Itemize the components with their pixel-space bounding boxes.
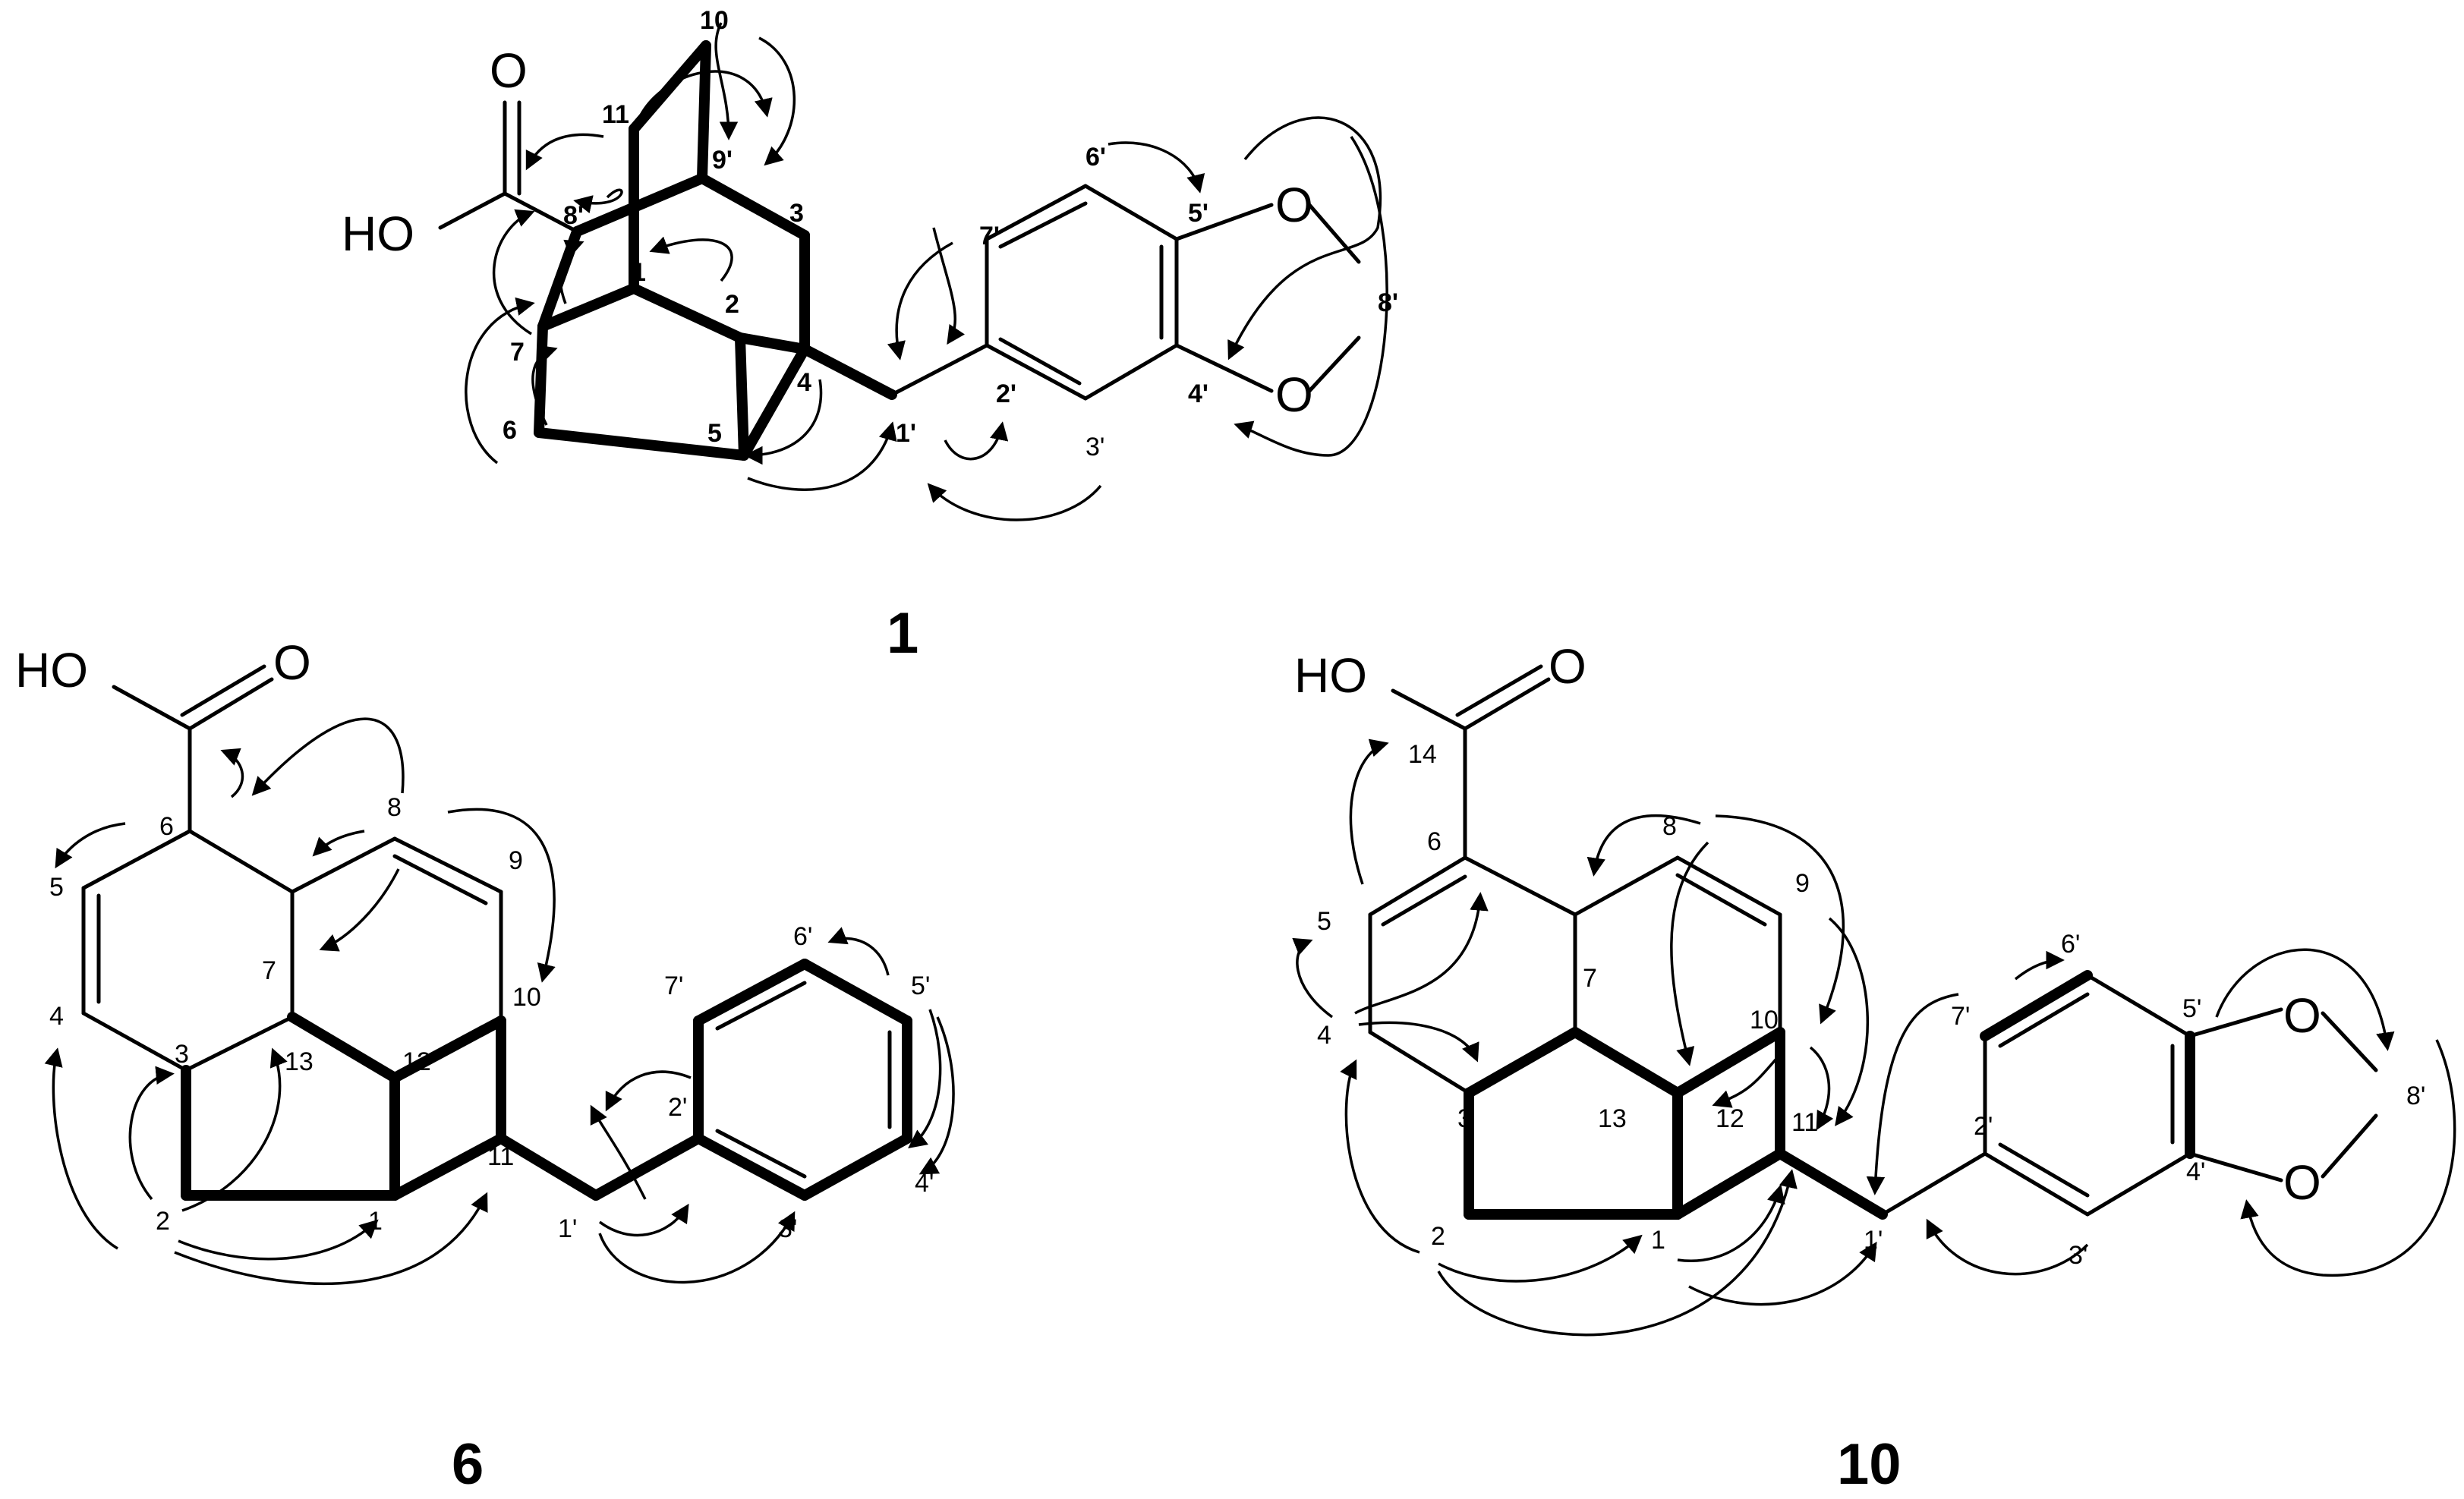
compound-1-number: 1 [632, 258, 646, 287]
compound-1-bonds [438, 40, 1361, 461]
compound-1-number: 7 [510, 338, 525, 367]
compound-10-number: 6' [2061, 930, 2080, 959]
compound-1-number: 7' [979, 222, 1000, 250]
compound-10-number: 6 [1427, 827, 1442, 856]
compound-6-carbonyl-oxygen: O [273, 635, 311, 690]
compound-6-number: 10 [512, 983, 541, 1012]
compound-10-atom-numbers: 14 6 5 4 7 8 9 10 3 13 12 11 2 1 1' 2' 3… [1317, 740, 2425, 1270]
compound-1-number: 9' [712, 146, 733, 175]
compound-1-carbonyl-oxygen: O [490, 43, 528, 98]
compound-1-number: 2 [725, 290, 739, 319]
compound-6-number: 9 [509, 846, 523, 875]
compound-1-label: 1 [887, 601, 918, 666]
compound-6-number: 3 [175, 1040, 189, 1069]
compound-10-number: 14 [1408, 740, 1437, 769]
compound-10-number: 3 [1457, 1104, 1472, 1133]
compound-6-number: 12 [402, 1047, 431, 1076]
compound-10-number: 10 [1750, 1006, 1779, 1034]
compound-10-number: 8 [1662, 812, 1677, 841]
compound-1-oxygen-b: O [1275, 367, 1313, 422]
compound-10-number: 8' [2406, 1082, 2425, 1110]
compound-10-number: 5 [1317, 907, 1331, 936]
compound-10-number: 13 [1598, 1104, 1627, 1133]
compound-10-number: 7' [1951, 1002, 1970, 1031]
compound-6-number: 6 [159, 812, 174, 841]
compound-6-hydroxyl: HO [15, 643, 88, 698]
compound-1-number: 6 [503, 416, 517, 445]
compound-10-number: 2' [1974, 1112, 1993, 1141]
compound-1-number: 4' [1188, 379, 1208, 408]
compound-1-number: 5' [1188, 199, 1208, 228]
compound-1-structure: O HO O O 10 11 9' 3 8' 1 2 7 4 6 5 1' 2'… [342, 6, 1398, 666]
compound-10-label: 10 [1837, 1432, 1902, 1497]
compound-1-number: 3 [789, 199, 804, 228]
compound-1-number: 5 [707, 419, 722, 448]
compound-6-number: 7 [262, 956, 276, 985]
compound-10-number: 9 [1795, 869, 1810, 898]
compound-6-number: 1' [558, 1214, 577, 1243]
compound-6-number: 7' [664, 972, 683, 1000]
compound-6-hmbc-arrows [44, 717, 955, 1286]
compound-6-number: 11 [487, 1142, 514, 1171]
compound-10-oxygen-a: O [2283, 988, 2321, 1043]
compound-1-number: 2' [996, 379, 1016, 408]
compound-6-number: 1 [368, 1207, 383, 1236]
compound-1-number: 11 [602, 100, 629, 129]
compound-10-number: 4 [1317, 1021, 1331, 1050]
compound-10-number: 7 [1583, 964, 1597, 993]
compound-1-oxygen-a: O [1275, 178, 1313, 232]
compound-10-oxygen-b: O [2283, 1155, 2321, 1210]
compound-6-number: 2 [156, 1207, 170, 1236]
compound-6-number: 13 [285, 1047, 314, 1076]
compound-10-number: 5' [2182, 994, 2201, 1023]
compound-10-number: 2 [1431, 1222, 1445, 1251]
compound-10-number: 3' [2069, 1241, 2087, 1270]
compound-10-number: 1 [1651, 1226, 1665, 1255]
compound-1-number: 4 [797, 368, 811, 397]
compound-6-number: 3' [778, 1214, 797, 1243]
compound-1-number: 3' [1085, 433, 1104, 461]
compound-10-number: 1' [1864, 1226, 1883, 1255]
compound-10-carbonyl-oxygen: O [1549, 639, 1586, 694]
compound-1-atom-numbers: 10 11 9' 3 8' 1 2 7 4 6 5 1' 2' 3' 4' 5'… [503, 6, 1398, 461]
compound-6-label: 6 [452, 1432, 484, 1497]
compound-10-bonds [1368, 664, 2378, 1220]
compound-6-number: 5 [49, 873, 64, 902]
compound-1-number: 6' [1085, 143, 1106, 172]
compound-10-hmbc-arrows [1292, 738, 2456, 1337]
compound-6-structure: HO O 6 5 4 7 8 9 10 3 13 12 11 2 1 1' 2'… [15, 635, 955, 1497]
compound-10-number: 11 [1791, 1108, 1818, 1137]
compound-1-number: 8' [563, 201, 584, 230]
compound-6-number: 4 [49, 1002, 64, 1031]
compound-6-bonds [81, 664, 912, 1201]
compound-10-number: 12 [1716, 1104, 1744, 1133]
compound-6-number: 4' [915, 1169, 934, 1198]
compound-6-number: 6' [793, 922, 812, 951]
compound-10-number: 4' [2186, 1157, 2205, 1186]
compound-6-number: 5' [911, 972, 930, 1000]
compound-6-number: 2' [668, 1093, 687, 1122]
compound-10-hydroxyl: HO [1294, 648, 1367, 703]
compound-1-hmbc-arrows [465, 22, 1388, 521]
compound-1-number: 10 [700, 6, 729, 35]
compound-1-number: 1' [896, 419, 916, 448]
compound-1-hydroxyl: HO [342, 206, 414, 261]
compound-6-number: 8 [387, 793, 402, 822]
compound-10-structure: HO O O O 14 6 5 4 7 8 9 10 3 13 12 11 2 … [1292, 639, 2456, 1497]
